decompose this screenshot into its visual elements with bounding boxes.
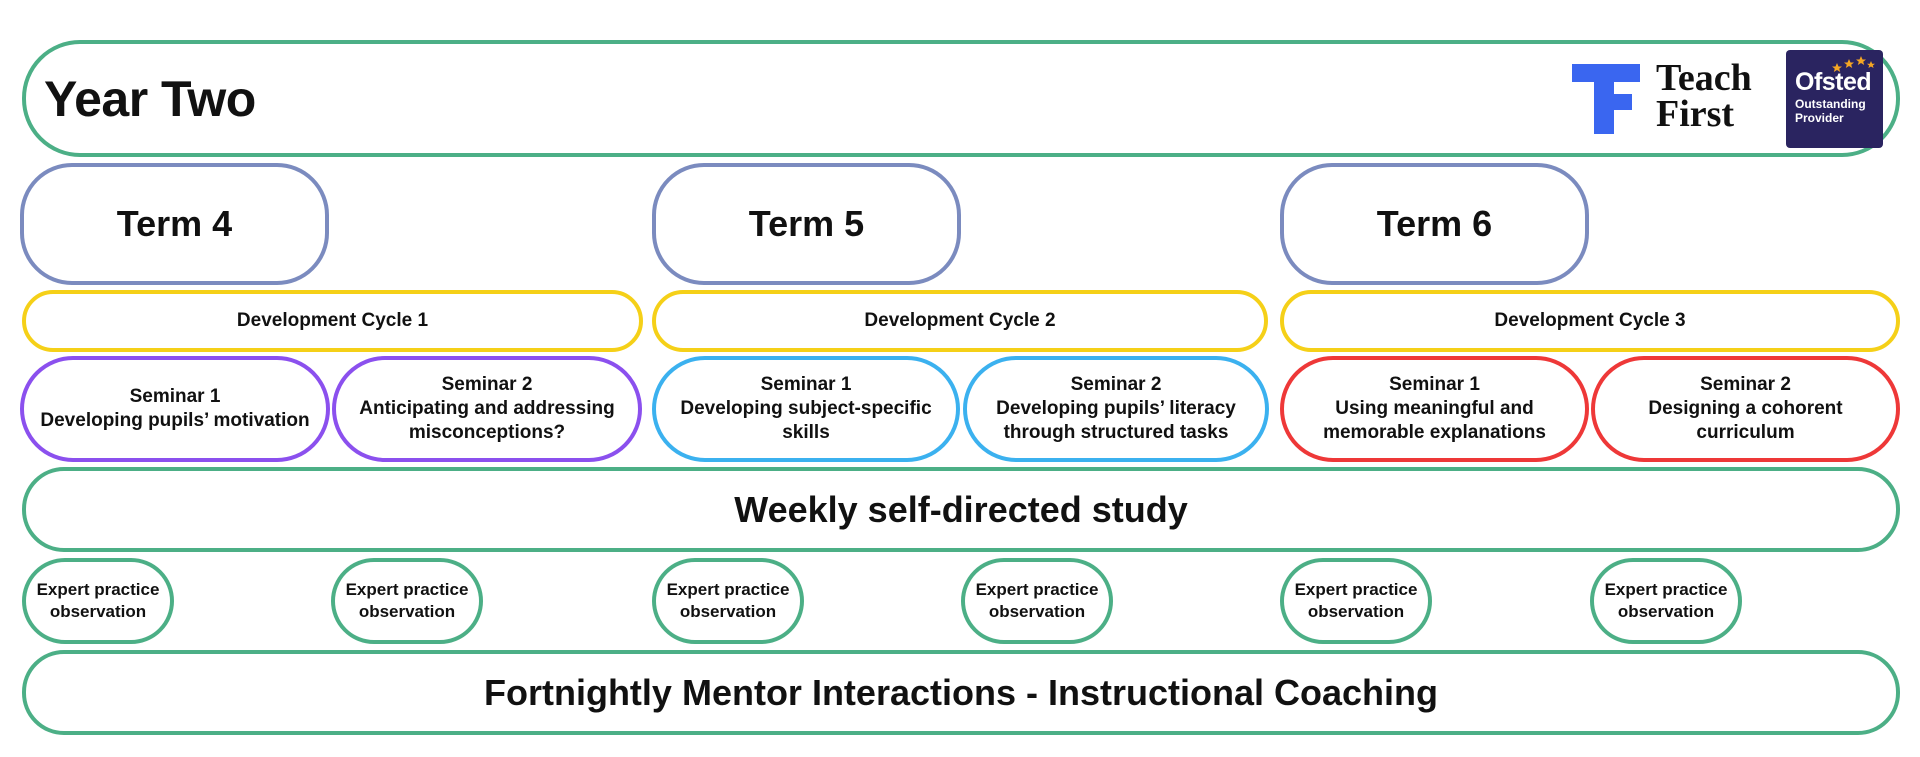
ofsted-name: Ofsted — [1795, 68, 1872, 96]
cycle-3-seminar-2: Seminar 2 Designing a cohorent curriculu… — [1591, 356, 1900, 462]
seminar-title-line-2: misconceptions? — [408, 422, 566, 443]
teach-first-icon — [1572, 64, 1640, 134]
observation-line-2: observation — [1307, 602, 1405, 621]
cycle-2-seminar-2: Seminar 2 Developing pupils’ literacy th… — [963, 356, 1269, 462]
teach-first-word-2: First — [1656, 93, 1735, 135]
expert-practice-observation: Expert practice observation — [1280, 558, 1432, 644]
mentor-interactions-banner: Fortnightly Mentor Interactions - Instru… — [22, 650, 1900, 735]
seminar-heading: Seminar 1 — [129, 386, 221, 407]
teach-first-logo: Teach First — [1572, 57, 1772, 138]
teach-first-word-1: Teach — [1656, 57, 1752, 99]
observation-line-1: Expert practice — [666, 580, 790, 599]
expert-practice-observation: Expert practice observation — [1590, 558, 1742, 644]
observation-line-2: observation — [1617, 602, 1715, 621]
seminar-title-line-1: Using meaningful and — [1335, 398, 1534, 419]
observation-line-2: observation — [679, 602, 777, 621]
ofsted-rating-line-1: Outstanding — [1795, 97, 1866, 111]
development-cycle-3: Development Cycle 3 — [1280, 290, 1900, 352]
cycle-1-seminar-2: Seminar 2 Anticipating and addressing mi… — [332, 356, 642, 462]
year-header: Year Two — [22, 40, 1900, 157]
observation-line-2: observation — [49, 602, 147, 621]
observation-line-2: observation — [358, 602, 456, 621]
seminar-heading: Seminar 1 — [1389, 374, 1480, 395]
seminar-title-line-2: memorable explanations — [1323, 422, 1546, 443]
term-6: Term 6 — [1280, 163, 1589, 285]
seminar-heading: Seminar 2 — [1700, 374, 1791, 395]
ofsted-rating-line-2: Provider — [1795, 111, 1844, 125]
seminar-title-line-1: Designing a cohorent curriculum — [1648, 398, 1843, 443]
observation-line-1: Expert practice — [36, 580, 160, 599]
expert-practice-observation: Expert practice observation — [652, 558, 804, 644]
expert-practice-observation: Expert practice observation — [331, 558, 483, 644]
seminar-title-line-1: Anticipating and addressing — [359, 398, 615, 419]
cycle-1-seminar-1: Seminar 1 Developing pupils’ motivation — [20, 356, 330, 462]
page-title: Year Two — [44, 70, 256, 127]
cycle-2-seminar-1: Seminar 1 Developing subject-specific sk… — [652, 356, 960, 462]
expert-practice-observation: Expert practice observation — [22, 558, 174, 644]
term-4: Term 4 — [20, 163, 329, 285]
development-cycle-2: Development Cycle 2 — [652, 290, 1268, 352]
ofsted-badge: Ofsted Outstanding Provider — [1786, 50, 1883, 148]
seminar-heading: Seminar 2 — [441, 374, 533, 395]
observation-line-2: observation — [988, 602, 1086, 621]
term-5: Term 5 — [652, 163, 961, 285]
seminar-heading: Seminar 2 — [1070, 374, 1162, 395]
cycle-3-seminar-1: Seminar 1 Using meaningful and memorable… — [1280, 356, 1589, 462]
development-cycle-1: Development Cycle 1 — [22, 290, 643, 352]
weekly-study-banner: Weekly self-directed study — [22, 467, 1900, 552]
observation-line-1: Expert practice — [975, 580, 1099, 599]
seminar-title-line-1: Developing subject-specific skills — [680, 398, 932, 443]
observation-line-1: Expert practice — [1294, 580, 1418, 599]
seminar-title-line-2: through structured tasks — [1003, 422, 1229, 443]
seminar-heading: Seminar 1 — [760, 374, 852, 395]
expert-practice-observation: Expert practice observation — [961, 558, 1113, 644]
seminar-title-line-1: Developing pupils’ literacy — [996, 398, 1236, 419]
observation-line-1: Expert practice — [1604, 580, 1728, 599]
observation-line-1: Expert practice — [345, 580, 469, 599]
stars-icon — [1832, 56, 1875, 72]
seminar-title-line-1: Developing pupils’ motivation — [40, 410, 310, 431]
